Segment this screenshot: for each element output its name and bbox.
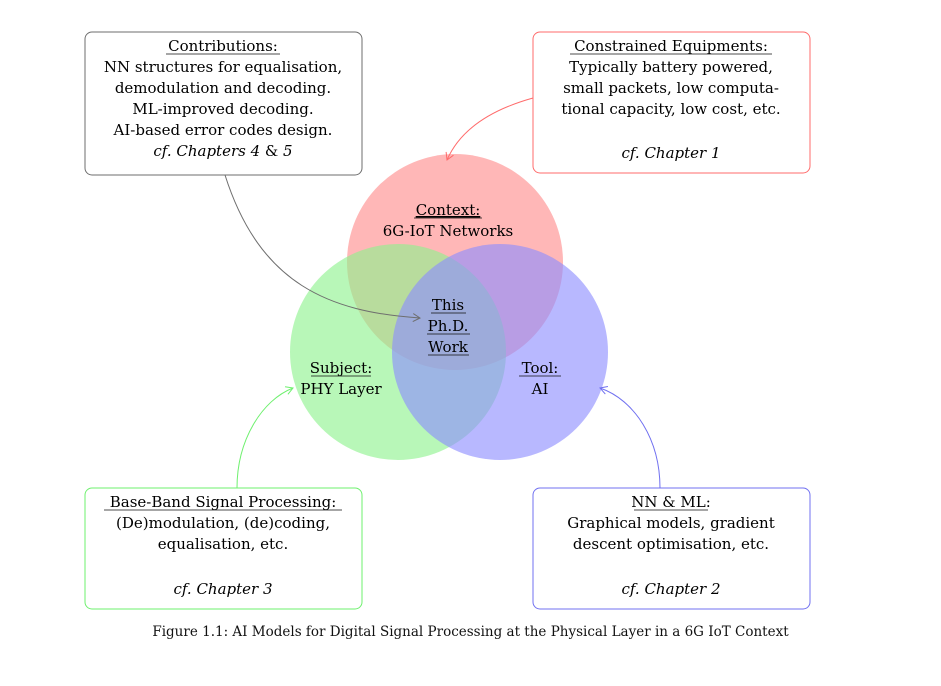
center-line-1: This xyxy=(432,296,464,314)
subject-body: PHY Layer xyxy=(300,380,382,398)
constrained-ref: cf. Chapter 1 xyxy=(621,144,720,162)
constrained-line-1: Typically battery powered, xyxy=(569,58,773,76)
baseband-box-border xyxy=(84,487,363,610)
contributions-line-3: ML-improved decoding. xyxy=(132,100,313,118)
context-title: Context: xyxy=(416,201,481,219)
subject-title: Subject: xyxy=(310,359,373,377)
figure-caption: Figure 1.1: AI Models for Digital Signal… xyxy=(152,624,789,640)
context-body: 6G-IoT Networks xyxy=(383,222,513,240)
baseband-line-1: (De)modulation, (de)coding, xyxy=(116,514,330,532)
contributions-line-1: NN structures for equalisation, xyxy=(104,58,342,76)
contributions-arrow xyxy=(224,174,422,322)
tool-title: Tool: xyxy=(522,359,559,377)
center-label: This Ph.D. Work xyxy=(427,296,470,356)
context-label: Context: 6G-IoT Networks xyxy=(383,201,513,240)
tool-circle xyxy=(392,244,608,460)
constrained-box-border xyxy=(532,31,811,174)
nnml-title: NN & ML: xyxy=(631,493,711,511)
contributions-ref-suffix: 5 xyxy=(283,142,293,160)
constrained-equipments-box: Constrained Equipments: Typically batter… xyxy=(532,31,811,174)
constrained-title: Constrained Equipments: xyxy=(574,37,768,55)
center-line-2: Ph.D. xyxy=(428,317,469,335)
baseband-title: Base-Band Signal Processing: xyxy=(110,493,337,511)
baseband-ref: cf. Chapter 3 xyxy=(173,580,272,598)
contributions-line-2: demodulation and decoding. xyxy=(115,79,331,97)
contributions-box-border xyxy=(84,31,363,176)
baseband-line-2: equalisation, etc. xyxy=(158,535,288,553)
tool-body: AI xyxy=(531,380,549,398)
baseband-arrow xyxy=(236,386,294,489)
nnml-ref: cf. Chapter 2 xyxy=(621,580,720,598)
nnml-arrow xyxy=(599,386,661,489)
contributions-title: Contributions: xyxy=(168,37,278,55)
constrained-line-2: small packets, low computa- xyxy=(563,79,779,97)
center-line-3: Work xyxy=(428,338,469,356)
constrained-arrow xyxy=(445,97,534,161)
tool-label: Tool: AI xyxy=(519,359,561,398)
nnml-line-1: Graphical models, gradient xyxy=(567,514,775,532)
contributions-line-4: AI-based error codes design. xyxy=(113,121,333,139)
contributions-ref-prefix: cf. Chapters 4 xyxy=(153,142,260,160)
contributions-ref-amp: & xyxy=(260,142,283,160)
nnml-box-border xyxy=(532,487,811,610)
contributions-ref: cf. Chapters 4 & 5 xyxy=(153,142,292,160)
subject-label: Subject: PHY Layer xyxy=(300,359,382,398)
connectors xyxy=(224,97,661,489)
nnml-line-2: descent optimisation, etc. xyxy=(573,535,769,553)
contributions-box: Contributions: NN structures for equalis… xyxy=(84,31,363,176)
constrained-line-3: tional capacity, low cost, etc. xyxy=(561,100,780,118)
baseband-box: Base-Band Signal Processing: (De)modulat… xyxy=(84,487,363,610)
nn-ml-box: NN & ML: Graphical models, gradient desc… xyxy=(532,487,811,610)
